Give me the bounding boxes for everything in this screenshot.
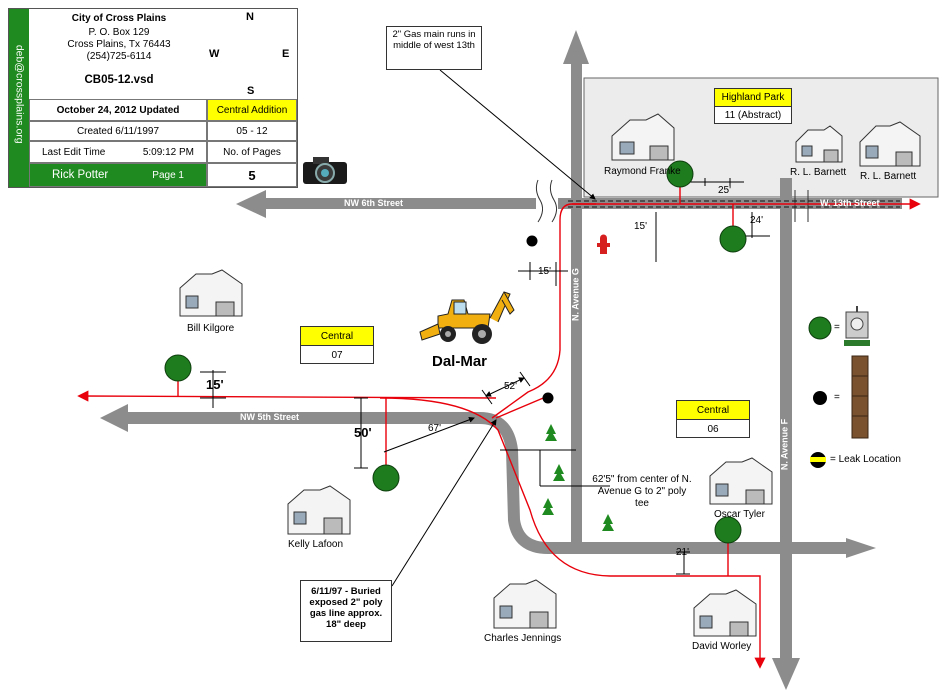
- house-label-raymond: Raymond Franke: [604, 166, 681, 177]
- central-06-value: 06: [707, 423, 719, 435]
- central-06-title: Central: [677, 401, 749, 420]
- dim-21: 21': [676, 547, 690, 558]
- house-label-worley: David Worley: [692, 641, 752, 652]
- fire-hydrant-icon: [597, 234, 610, 254]
- last-edit-label: Last Edit Time: [42, 146, 106, 158]
- dim-52: 52': [504, 381, 518, 392]
- gas-line: [77, 186, 921, 669]
- house-label-kilgore: Bill Kilgore: [187, 323, 235, 334]
- compass-w: W: [209, 48, 220, 60]
- house-label-jennings: Charles Jennings: [484, 633, 562, 644]
- center-distance-note: 62'5" from center of N. Avenue G to 2" p…: [592, 474, 692, 509]
- avenue-f-street: [772, 178, 800, 690]
- legend-pole-eq: =: [834, 392, 840, 403]
- pages-value-cell: 5: [207, 163, 297, 187]
- org-name: City of Cross Plains: [71, 13, 167, 24]
- nw-6th-label: NW 6th Street: [344, 198, 404, 208]
- addition-value-cell: 05 - 12: [207, 121, 297, 141]
- tree-icons: [542, 424, 614, 531]
- last-edit-cell: Last Edit Time 5:09:12 PM: [29, 141, 207, 163]
- created-cell: Created 6/11/1997: [29, 121, 207, 141]
- dim-15-ave-g: 15': [538, 266, 552, 277]
- utility-pole-icon: [851, 355, 869, 439]
- avenue-f-label: N. Avenue F: [779, 418, 790, 471]
- company-name: Dal-Mar: [432, 353, 488, 370]
- dim-15-13th: 15': [634, 221, 648, 232]
- house-icons: [179, 113, 921, 637]
- meters: [164, 160, 832, 544]
- camera-icon: [303, 157, 347, 184]
- title-block: deb@crossplains.org City of Cross Plains…: [8, 8, 298, 188]
- highland-park-tag: Highland Park 11 (Abstract): [714, 88, 792, 124]
- dim-25: 25': [718, 185, 732, 196]
- legend-meter-eq: =: [834, 322, 840, 333]
- dimension-lines: [200, 178, 770, 575]
- house-label-barnett-2: R. L. Barnett: [860, 171, 917, 182]
- highland-park-title: Highland Park: [715, 89, 791, 107]
- email-sidebar: deb@crossplains.org: [9, 9, 29, 187]
- w-13th-label: W. 13th Street: [820, 198, 880, 208]
- compass-s: S: [247, 85, 255, 97]
- dim-24: 24': [750, 215, 764, 226]
- gas-main-note: 2" Gas main runs in middle of west 13th: [386, 26, 482, 70]
- avenue-g-street: [563, 30, 589, 554]
- gas-meter-icon: [844, 306, 870, 346]
- dim-15-nw5: 15': [206, 377, 224, 392]
- dim-50: 50': [354, 425, 372, 440]
- backhoe-icon: [419, 291, 515, 344]
- phone: (254)725-6114: [86, 51, 152, 62]
- last-edit-time: 5:09:12 PM: [142, 146, 194, 158]
- house-label-lafoon: Kelly Lafoon: [288, 539, 344, 550]
- email-text: deb@crossplains.org: [13, 44, 26, 144]
- dim-67: 67': [428, 423, 442, 434]
- central-06-tag: Central 06: [676, 400, 750, 438]
- house-label-barnett-1: R. L. Barnett: [790, 167, 847, 178]
- city-line: Cross Plains, Tx 76443: [67, 39, 171, 50]
- gas-main-dashed: [568, 200, 900, 208]
- nw-5th-label: NW 5th Street: [240, 412, 300, 422]
- updated-cell: October 24, 2012 Updated: [29, 99, 207, 121]
- house-label-tyler: Oscar Tyler: [714, 509, 765, 520]
- leak-symbol-icon: [810, 452, 826, 468]
- nw-6th-street: [236, 190, 582, 218]
- pages-label-cell: No. of Pages: [207, 141, 297, 163]
- highland-park-value: 11 (Abstract): [724, 110, 782, 121]
- legend-leak-label: = Leak Location: [830, 454, 901, 465]
- central-07-title: Central: [301, 327, 373, 346]
- file-name: CB05-12.vsd: [84, 74, 154, 86]
- author-name: Rick Potter: [52, 169, 109, 181]
- po-box: P. O. Box 129: [88, 27, 150, 38]
- author-cell: Rick Potter Page 1: [29, 163, 207, 187]
- addition-label-cell: Central Addition: [207, 99, 297, 121]
- compass-n: N: [246, 11, 254, 23]
- central-07-value: 07: [331, 349, 343, 361]
- page-number: Page 1: [152, 169, 184, 181]
- avenue-g-label: N. Avenue G: [570, 268, 581, 321]
- compass-e: E: [282, 48, 290, 60]
- valves: [526, 235, 827, 405]
- buried-line-note: 6/11/97 - Buried exposed 2" poly gas lin…: [300, 580, 392, 642]
- central-07-tag: Central 07: [300, 326, 374, 364]
